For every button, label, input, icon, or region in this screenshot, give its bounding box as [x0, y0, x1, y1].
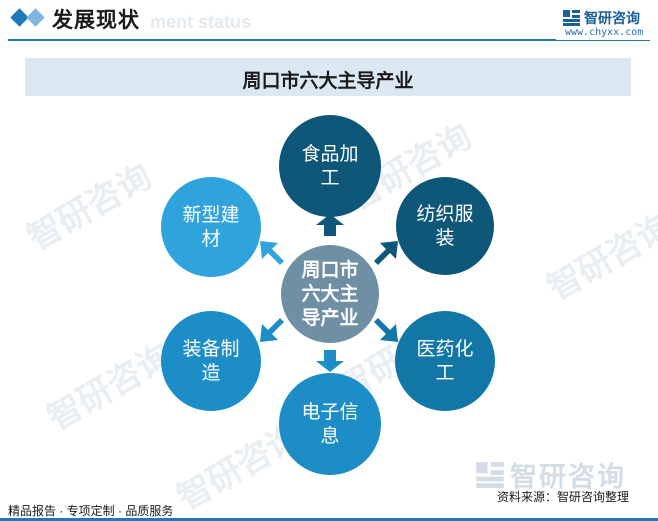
watermark: 智研咨询 [40, 336, 179, 439]
arrow-down-icon [316, 350, 344, 372]
arrow-up-icon [316, 214, 344, 236]
footer-services: 精品报告 · 专项定制 · 品质服务 [8, 504, 174, 518]
section-title: 发展现状 [52, 8, 140, 32]
logo-icon [476, 461, 504, 488]
logo-url: www.chyxx.com [565, 27, 644, 38]
watermark: 智研咨询 [20, 156, 159, 259]
node-food-processing: 食品加工 [279, 115, 381, 217]
arrow-lower-left-icon [260, 318, 284, 342]
logo-text: 智研咨询 [584, 11, 640, 27]
node-pharma-chemical: 医药化工 [395, 311, 495, 411]
arrow-upper-right-icon [374, 241, 398, 265]
arrow-upper-left-icon [260, 241, 284, 265]
node-textile-apparel: 纺织服装 [396, 177, 494, 275]
header-divider [8, 39, 556, 41]
center-node: 周口市六大主导产业 [281, 245, 379, 343]
diagram-title: 周口市六大主导产业 [242, 70, 414, 92]
brand-logo: 智研咨询 [563, 8, 640, 28]
footer-brand-logo: 智研咨询 [476, 455, 626, 494]
logo-icon [563, 10, 580, 26]
diagram-title-banner: 周口市六大主导产业 [25, 58, 631, 96]
node-electronic-info: 电子信息 [279, 373, 381, 475]
watermark: 智研咨询 [540, 206, 658, 309]
node-equipment-manufacturing: 装备制造 [161, 311, 261, 411]
arrow-lower-right-icon [374, 318, 398, 342]
footer-divider [0, 518, 658, 521]
footer-brand-text: 智研咨询 [510, 462, 626, 493]
diamond-icon [26, 8, 45, 27]
node-new-building-materials: 新型建材 [161, 177, 261, 277]
section-subtitle-watermark: ment status [150, 12, 252, 32]
source-note: 资料来源：智研咨询整理 [497, 490, 630, 504]
section-header: ment status 发展现状 智研咨询 www.chyxx.com [0, 0, 658, 44]
header-divider [556, 40, 650, 41]
